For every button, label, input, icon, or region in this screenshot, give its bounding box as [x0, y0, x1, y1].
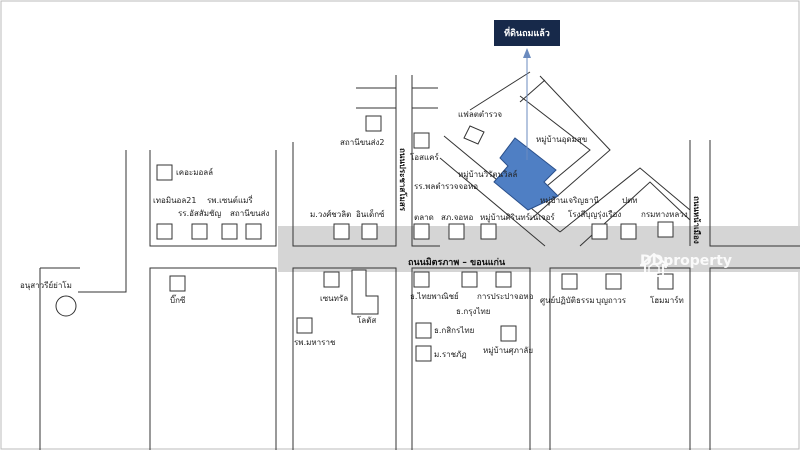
bus-station2-label: สถานีขนส่ง2	[340, 138, 385, 147]
homemart-label: โฮมมาร์ท	[650, 296, 684, 305]
sk-johor-label: สภ.จอหอ	[441, 213, 474, 222]
big-c-label: บิ๊กซี	[170, 296, 186, 305]
pea-label: การประปาจอหอ	[477, 292, 534, 301]
st-mary-label: รพ.เซนต์แมรี่	[207, 196, 253, 205]
main-road-label: ถนนมิตรภาพ – ขอนแก่น	[408, 258, 506, 268]
vertical-road-label-1: ถนนประชาสโมสร	[398, 148, 407, 212]
boonthavorn-label: บุญถาวร	[596, 296, 627, 305]
rp-maharat-label: รพ.มหาราช	[294, 338, 336, 347]
village-charoen-label: หมู่บ้านเจริญธานี	[540, 196, 599, 205]
terminal21-label: เทอมินอล21	[153, 196, 197, 205]
kbank-label: ธ.กสิกรไทย	[434, 326, 475, 335]
central-label: เซนทรัล	[320, 294, 349, 303]
monument-label: อนุสาวรีย์ย่าโม	[20, 281, 72, 290]
lotus-label: โลตัส	[357, 316, 377, 325]
index-label: อินเด็กซ์	[356, 210, 385, 219]
vertical-road-label-2: ถนนหน้าเมือง	[692, 196, 701, 244]
village-sirinoi-label: หมู่บ้านศิรินทร์เนเจอร์	[480, 213, 555, 222]
ddproperty-logo-icon	[640, 253, 668, 277]
road-lines	[39, 71, 800, 450]
rajabhat-label: ม.ราชภัฏ	[434, 350, 467, 359]
o-care-label: โอสแคร์	[410, 153, 439, 162]
building-markers	[156, 115, 674, 362]
village-udomsuk-label: หมู่บ้านอุดมสุข	[536, 135, 588, 144]
ktb-label: ธ.กรุงไทย	[456, 307, 491, 316]
village-chai-label: หมู่บ้านวิรัตนวิลล์	[458, 170, 518, 179]
m-wongsawat-label: ม.วงศ์ชวลิต	[310, 210, 352, 219]
land-plot	[493, 137, 559, 211]
ddproperty-watermark: DDproperty	[640, 253, 732, 277]
flat-police-label: แฟลตตำรวจ	[458, 110, 503, 119]
village-suk-label: หมู่บ้านศุภาลัย	[483, 346, 534, 355]
highway-dept-label: กรมทางหลวง	[641, 210, 688, 219]
bus-station-label: สถานีขนส่ง	[230, 209, 270, 218]
scb-label: ธ.ไทยพาณิชย์	[410, 292, 459, 301]
kerze-mall-label: เคอะมอลล์	[176, 168, 214, 177]
monument-marker	[55, 295, 77, 317]
ptt-label: ปตท	[622, 196, 638, 205]
land-callout: ที่ดินถมแล้ว	[494, 20, 560, 46]
dharma-center-label: ศูนย์ปฏิบัติธรรม	[540, 296, 595, 305]
rr-police-label: รร.พลตำรวจจอหอ	[414, 182, 479, 191]
rr-assumption-label: รร.อัสสัมชัญ	[178, 209, 222, 218]
talad-label: ตลาด	[414, 213, 434, 222]
rr-boonwat-label: โรงสีบุญรุ่งเรือง	[568, 210, 622, 219]
